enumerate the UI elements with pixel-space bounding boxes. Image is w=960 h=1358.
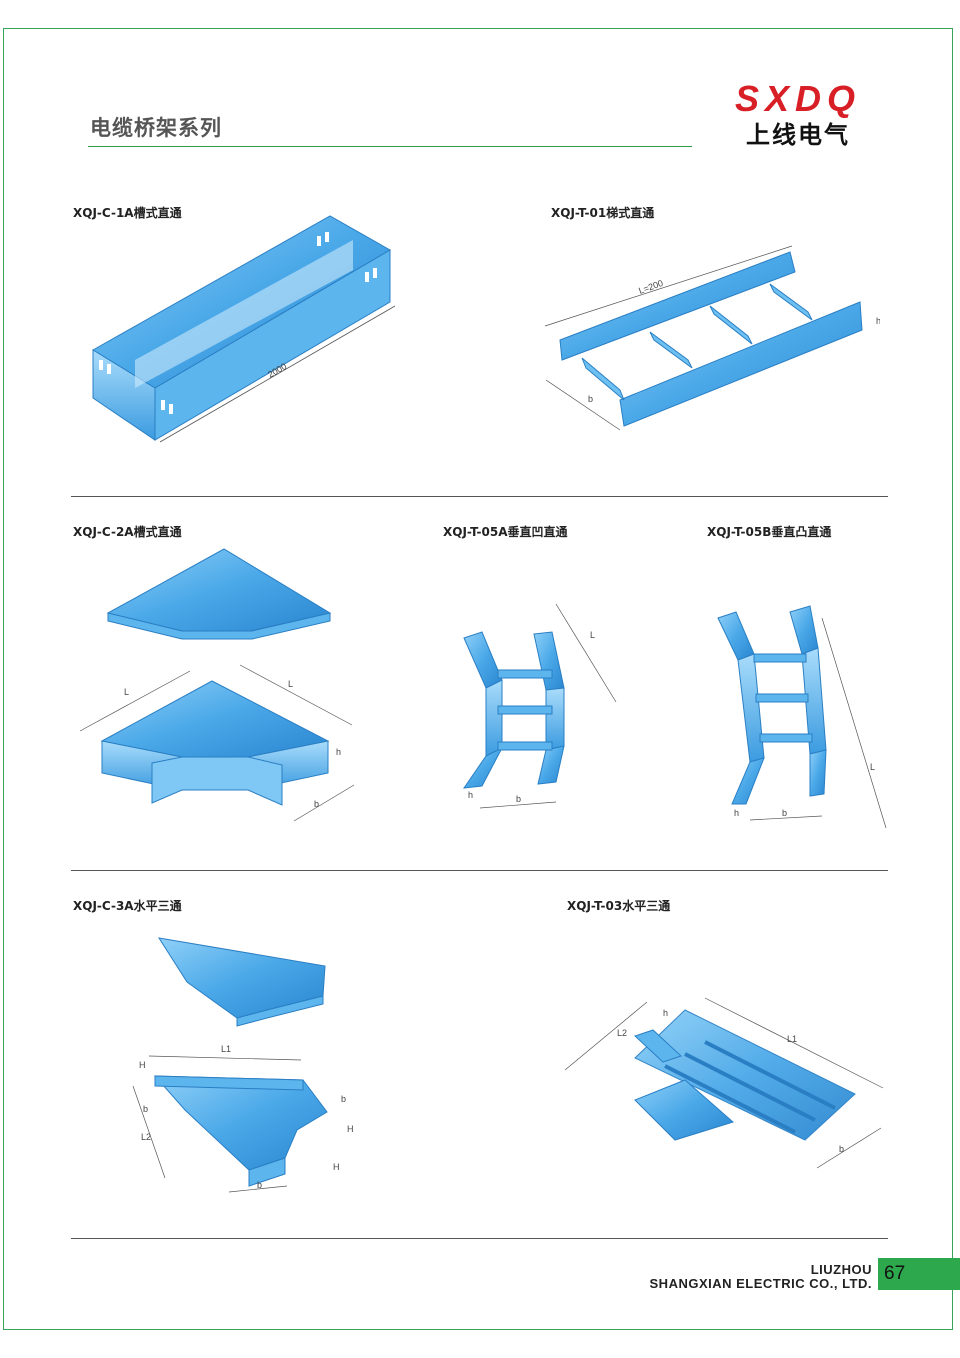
product-label-c2a: XQJ-C-2A槽式直通 (73, 525, 182, 539)
drawing-c3a: L1 H b L2 b H H b (132, 937, 354, 1193)
drawing-t01: L=200 h b (544, 245, 880, 431)
footer-company: SHANGXIAN ELECTRIC CO., LTD. (649, 1276, 872, 1291)
product-label-t05a: XQJ-T-05A垂直凹直通 (443, 525, 568, 539)
page-title: 电缆桥架系列 (90, 116, 222, 140)
dim-l-t05b: L (870, 762, 875, 772)
dim-l-t05a: L (590, 630, 595, 640)
dim-l1-c3a: L1 (221, 1044, 231, 1054)
drawing-c1a: 2000 (92, 215, 396, 443)
section-divider-2 (71, 870, 888, 871)
dim-b-t01: b (588, 394, 593, 404)
product-label-t05b: XQJ-T-05B垂直凸直通 (707, 525, 832, 539)
dim-l2-t03: L2 (617, 1028, 627, 1038)
dim-h1-c3a: H (139, 1060, 146, 1070)
dim-h-t01: h (876, 316, 880, 326)
dim-b-t03: b (839, 1144, 844, 1154)
dim-h3-c3a: H (333, 1162, 340, 1172)
dim-h2-c3a: H (347, 1124, 354, 1134)
footer-city: LIUZHOU (810, 1262, 872, 1277)
dim-h-c2a: h (336, 747, 341, 757)
drawing-t03: L2 h L1 b (564, 997, 884, 1169)
page-number: 67 (878, 1258, 960, 1290)
brand-logo: SXDQ 上线电气 (718, 80, 878, 150)
drawing-t05b: L h b (717, 605, 887, 829)
dim-h-t05a: h (468, 790, 473, 800)
dim-b1-c3a: b (143, 1104, 148, 1114)
section-divider-3 (71, 1238, 888, 1239)
brand-name-en: SXDQ (734, 78, 862, 119)
dim-l-right: L (288, 679, 293, 689)
product-label-t01: XQJ-T-01梯式直通 (551, 206, 655, 220)
dim-b-c2a: b (314, 799, 319, 809)
dim-l1-t03: L1 (787, 1034, 797, 1044)
brand-name-cn: 上线电气 (746, 121, 850, 149)
dim-b3-c3a: b (257, 1180, 262, 1190)
dim-h-t03: h (663, 1008, 668, 1018)
page-frame (3, 28, 953, 1330)
dim-h-t05b: h (734, 808, 739, 818)
product-label-c1a: XQJ-C-1A槽式直通 (73, 206, 182, 220)
dim-b2-c3a: b (341, 1094, 346, 1104)
dim-l200: L=200 (637, 278, 664, 296)
section-divider-1 (71, 496, 888, 497)
drawing-c2a: L L h b (79, 548, 355, 822)
dim-b-t05a: b (516, 794, 521, 804)
dim-l2-c3a: L2 (141, 1132, 151, 1142)
dim-l-left: L (124, 687, 129, 697)
product-label-t03: XQJ-T-03水平三通 (567, 899, 671, 913)
dim-b-t05b: b (782, 808, 787, 818)
title-rule (88, 146, 692, 147)
product-label-c3a: XQJ-C-3A水平三通 (73, 899, 182, 913)
drawing-t05a: L h b (462, 603, 617, 809)
